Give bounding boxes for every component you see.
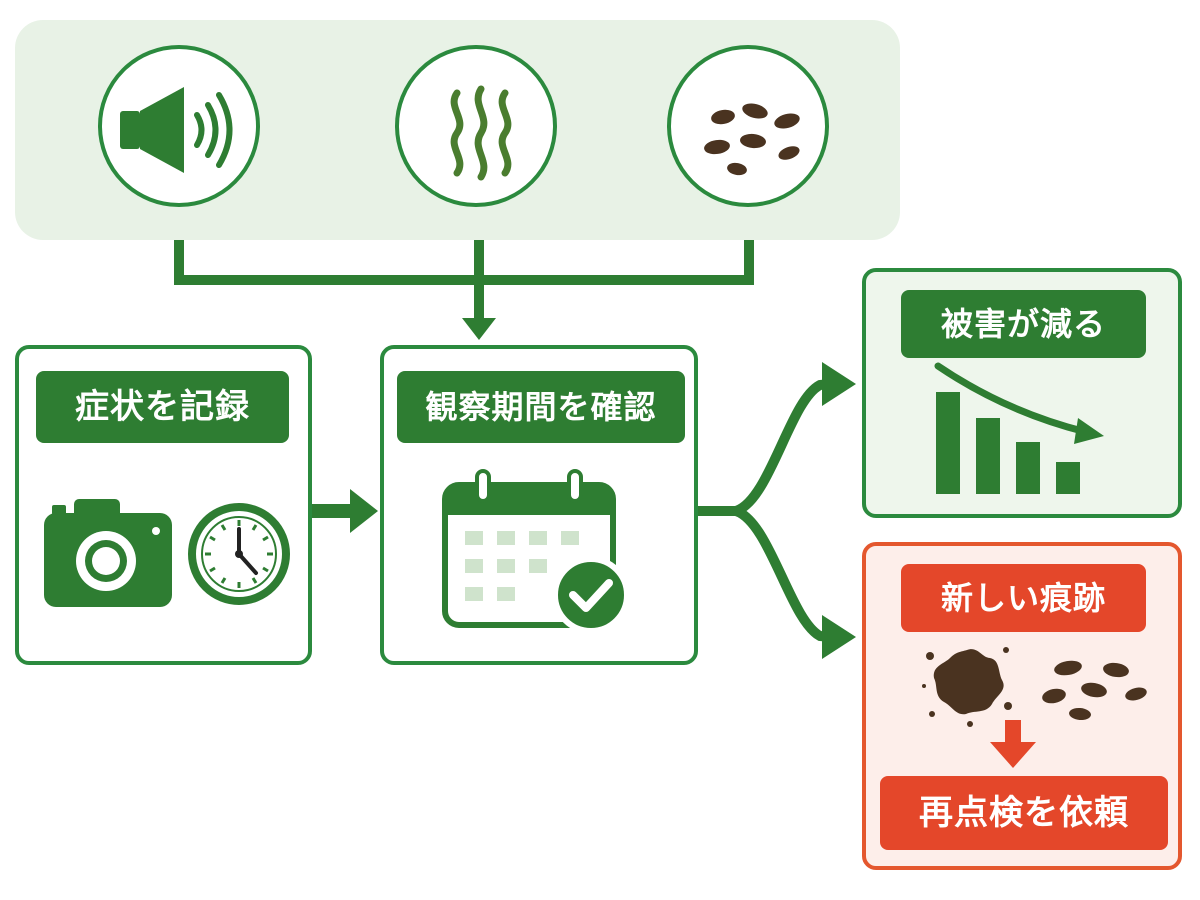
observe-step-box: 観察期間を確認 xyxy=(380,345,698,665)
camera-icon xyxy=(44,499,172,607)
speaker-sound-icon xyxy=(120,87,233,173)
droppings-icon xyxy=(1042,660,1147,721)
branch-down-line xyxy=(733,506,831,642)
record-step-box: 症状を記録 xyxy=(15,345,312,665)
droppings-icon xyxy=(704,103,800,176)
down-arrow-icon xyxy=(990,720,1036,768)
branch-down-arrowhead xyxy=(822,615,856,659)
new-traces-outcome-label: 新しい痕跡 xyxy=(901,564,1146,632)
reduced-outcome-box: 被害が減る xyxy=(862,268,1182,518)
reduced-outcome-label: 被害が減る xyxy=(901,290,1146,358)
odor-waves-icon xyxy=(450,85,512,181)
stain-icon xyxy=(922,647,1012,727)
new-traces-outcome-box: 新しい痕跡 再点検を依頼 xyxy=(862,542,1182,870)
branch-up-arrowhead xyxy=(822,362,856,406)
sound-symptom-circle xyxy=(98,45,260,207)
merge-down-arrowhead xyxy=(462,318,496,340)
calendar-check-icon xyxy=(442,469,630,634)
declining-bar-chart-icon xyxy=(934,362,1104,494)
request-reinspection-label: 再点検を依頼 xyxy=(880,776,1168,850)
record-step-label: 症状を記録 xyxy=(36,371,289,443)
branch-up-line xyxy=(698,379,831,516)
symptom-merge-bracket xyxy=(174,240,754,285)
droppings-symptom-circle xyxy=(667,45,829,207)
odor-symptom-circle xyxy=(395,45,557,207)
clock-icon xyxy=(188,503,290,605)
record-to-observe-arrowhead xyxy=(350,489,378,533)
observe-step-label: 観察期間を確認 xyxy=(397,371,685,443)
